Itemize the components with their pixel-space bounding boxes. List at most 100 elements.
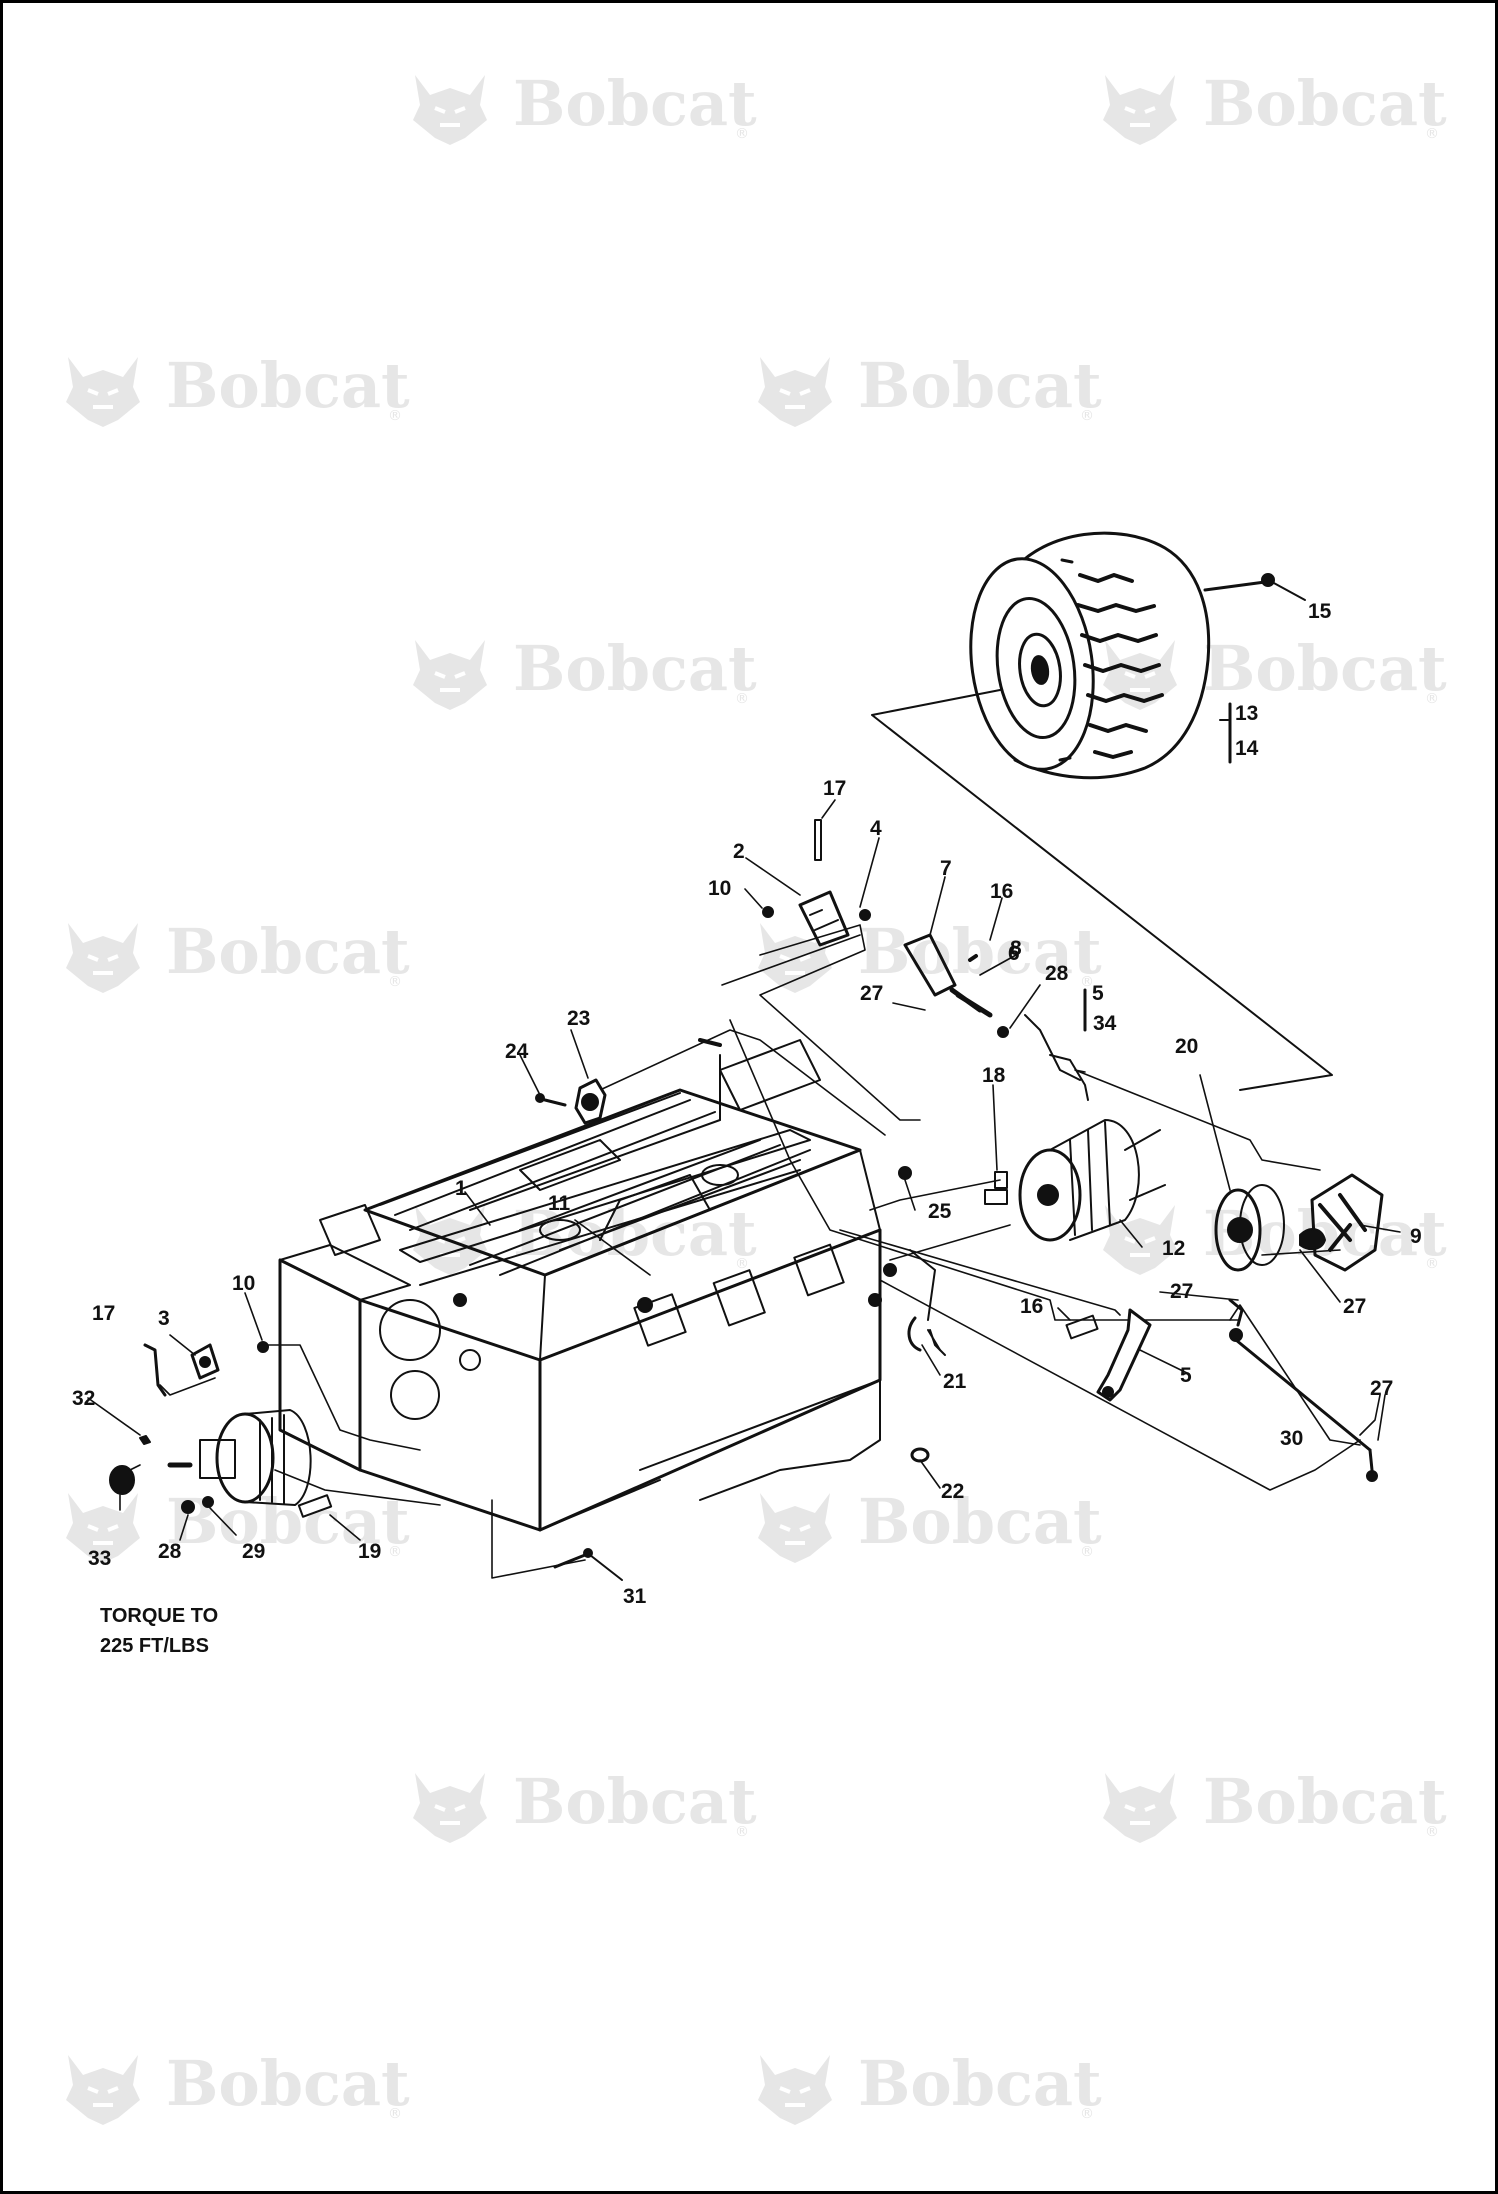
watermark-text: Bobcat [513, 67, 757, 140]
torque-note-line2: 225 FT/LBS [100, 1635, 209, 1657]
pivot-pin-part [907, 1316, 946, 1463]
bobcat-head-logo-icon [411, 638, 489, 712]
watermark: Bobcat ® [64, 915, 410, 995]
block-part [984, 1189, 1008, 1205]
watermark: Bobcat ® [64, 2047, 410, 2127]
spacer-part [994, 1171, 1008, 1189]
watermark-mark: ® [1425, 691, 1439, 707]
watermark: Bobcat ® [411, 632, 757, 712]
callout-4: 4 [870, 817, 882, 840]
bobcat-head-logo-icon [411, 1771, 489, 1845]
callout-13: 13 [1235, 702, 1258, 725]
watermark: Bobcat ® [1101, 1197, 1447, 1277]
wheel-bolt-part [1203, 573, 1306, 601]
callout-3: 3 [158, 1307, 170, 1330]
callout-28: 28 [1045, 962, 1069, 985]
callout-5: 5 [1180, 1364, 1192, 1387]
parts-drawing [87, 531, 1401, 1581]
watermark-mark: ® [388, 974, 402, 990]
callout-22: 22 [941, 1480, 964, 1503]
bobcat-head-logo-icon [1101, 73, 1179, 147]
watermark: Bobcat ® [411, 67, 757, 147]
callout-6: 6 [1008, 942, 1020, 965]
callout-24: 24 [505, 1040, 529, 1063]
watermark: Bobcat ® [411, 1765, 757, 1845]
callout-23: 23 [567, 1007, 590, 1030]
watermark-text: Bobcat [858, 349, 1102, 422]
callout-5-alt: 5 [1092, 982, 1104, 1005]
watermark: Bobcat ® [1101, 67, 1447, 147]
watermark-text: Bobcat [513, 632, 757, 705]
callout-14: 14 [1235, 737, 1259, 760]
callout-1: 1 [455, 1177, 467, 1200]
callout-17: 17 [823, 777, 846, 800]
callout-12: 12 [1162, 1237, 1185, 1260]
leader-line [871, 689, 1333, 1091]
linkage-parts [762, 819, 1089, 1101]
callout-27-c: 27 [1343, 1295, 1366, 1318]
callout-17-alt: 17 [92, 1302, 115, 1325]
watermark-mark: ® [388, 408, 402, 424]
watermark-mark: ® [388, 1544, 402, 1560]
watermark-text: Bobcat [166, 349, 410, 422]
watermark: Bobcat ® [1101, 1765, 1447, 1845]
pivot-nut-part [535, 1078, 607, 1125]
watermark: Bobcat ® [756, 1485, 1102, 1565]
tire-wheel-assembly [969, 531, 1211, 780]
callout-labels: 1 2 3 4 5 5 6 7 8 9 10 10 11 12 13 14 15… [72, 600, 1422, 1608]
callout-2: 2 [733, 840, 745, 863]
pedal-lever-part [1065, 1298, 1244, 1402]
bobcat-head-logo-icon [756, 1491, 834, 1565]
callout-29: 29 [242, 1540, 265, 1563]
callout-30: 30 [1280, 1427, 1303, 1450]
watermark-text: Bobcat [166, 2047, 410, 2120]
bobcat-head-logo-icon [64, 921, 142, 995]
watermark-text: Bobcat [1203, 67, 1447, 140]
callout-16-alt: 16 [1020, 1295, 1043, 1318]
callout-34: 34 [1093, 1012, 1117, 1035]
callout-11: 11 [548, 1192, 571, 1215]
torque-note: TORQUE TO 225 FT/LBS [100, 1605, 218, 1657]
torque-note-line1: TORQUE TO [100, 1605, 218, 1627]
callout-32: 32 [72, 1387, 95, 1410]
watermark-mark: ® [735, 1824, 749, 1840]
bobcat-head-logo-icon [64, 355, 142, 429]
watermark-mark: ® [1080, 1544, 1094, 1560]
callout-10-alt: 10 [232, 1272, 255, 1295]
brake-housing-part [1299, 1173, 1384, 1272]
callout-9: 9 [1410, 1225, 1422, 1248]
callout-31: 31 [623, 1585, 647, 1608]
cross-rail-part [399, 1129, 811, 1286]
watermark-mark: ® [1080, 974, 1094, 990]
watermark: Bobcat ® [756, 2047, 1102, 2127]
callout-16: 16 [990, 880, 1013, 903]
bobcat-head-logo-icon [64, 2053, 142, 2127]
watermark-mark: ® [735, 691, 749, 707]
callout-25: 25 [928, 1200, 952, 1223]
callout-33: 33 [88, 1547, 111, 1570]
bobcat-head-logo-icon [1101, 1771, 1179, 1845]
watermark-text: Bobcat [1203, 1765, 1447, 1838]
callout-leaders [87, 799, 1401, 1541]
callout-28-alt: 28 [158, 1540, 182, 1563]
callout-7: 7 [940, 857, 952, 880]
callout-15: 15 [1308, 600, 1332, 623]
callout-18: 18 [982, 1064, 1006, 1087]
callout-19: 19 [358, 1540, 381, 1563]
callout-21: 21 [943, 1370, 967, 1393]
wheel-hub-part [1214, 1184, 1285, 1272]
watermark-text: Bobcat [858, 915, 1102, 988]
callout-20: 20 [1175, 1035, 1198, 1058]
watermark-mark: ® [1080, 2106, 1094, 2122]
control-rod-part [1234, 1338, 1378, 1482]
left-linkage-parts [129, 1341, 441, 1506]
watermark-mark: ® [735, 126, 749, 142]
watermark-mark: ® [1425, 1256, 1439, 1272]
callout-8: 8 [1010, 937, 1022, 960]
right-drive-motor-part [1018, 1119, 1166, 1242]
left-drive-motor-part [109, 1409, 333, 1518]
watermark-mark: ® [1080, 408, 1094, 424]
watermark: Bobcat ® [756, 915, 1102, 995]
